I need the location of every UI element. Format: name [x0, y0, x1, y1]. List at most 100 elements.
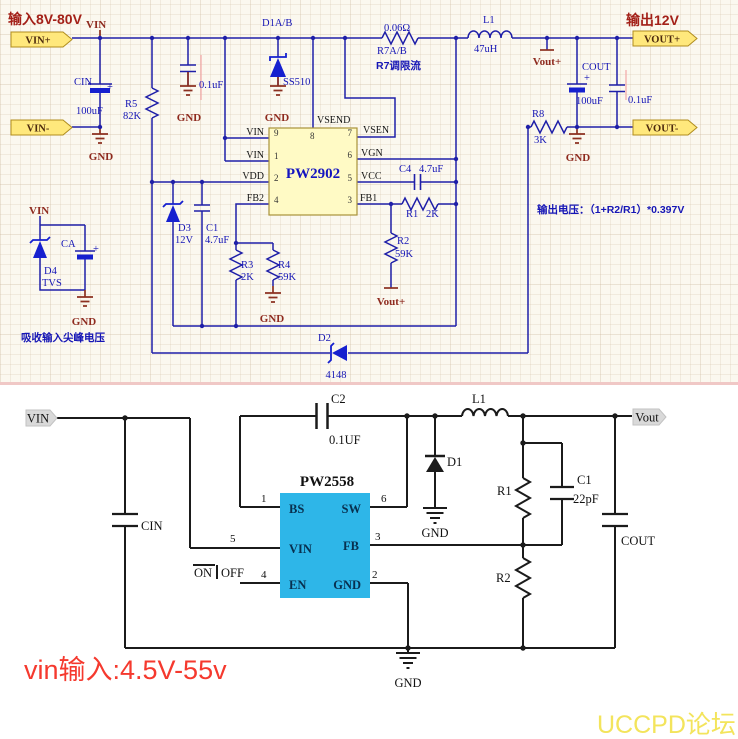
gnd-under-cin — [92, 127, 108, 144]
r5-value: 82K — [123, 111, 142, 122]
port-vin-plus-label: VIN+ — [25, 36, 50, 47]
resistor-r5 — [144, 87, 160, 119]
pin-num-1: 1 — [261, 493, 267, 505]
r4-value: 59K — [278, 272, 297, 283]
d1-ref: D1A/B — [262, 18, 292, 29]
watermark: UCCPD论坛 — [597, 711, 736, 739]
resistor-r4 — [265, 249, 281, 281]
pin-name-vin-bottom: VIN — [289, 542, 312, 556]
cout-value: 100uF — [576, 96, 603, 107]
r4-ref: R4 — [278, 260, 291, 271]
gnd-under-d1 — [270, 77, 286, 96]
c01-right-value: 0.1uF — [628, 95, 652, 106]
net-vout-plus-top: Vout+ — [533, 56, 561, 68]
r8-ref: R8 — [532, 109, 544, 120]
r3-ref: R3 — [241, 260, 253, 271]
inductor-l1-bottom — [461, 408, 509, 417]
c1-value: 4.7uF — [205, 235, 229, 246]
vout-flag — [632, 408, 667, 426]
r7-value: 0.06Ω — [384, 23, 410, 34]
d2-ref: D2 — [318, 333, 331, 344]
gnd-label-main-bottom: GND — [394, 676, 421, 690]
r2-bottom-ref: R2 — [496, 571, 511, 585]
net-vout-plus-fb: Vout+ — [377, 296, 405, 308]
ic-pw2558-name: PW2558 — [300, 474, 354, 490]
input-range-title: 输入8V-80V — [8, 11, 83, 27]
ic-pw2902: PW2902 9 1 2 4 8 7 6 5 3 VIN VIN VDD FB2… — [242, 115, 389, 216]
pin-name-vcc: VCC — [361, 171, 382, 182]
top-labels: 输入8V-80V 输出12V VIN CIN + 100uF GND R5 82… — [8, 11, 684, 381]
pin-num-3: 3 — [375, 531, 381, 543]
pin-name-vsend: VSEND — [317, 115, 350, 126]
pin-name-vgn: VGN — [361, 148, 383, 159]
capacitor-cout — [567, 83, 587, 93]
c1-ref: C1 — [206, 223, 218, 234]
diode-d2-4148 — [327, 342, 347, 364]
bottom-junction-dots — [122, 413, 618, 651]
port-vin-minus-label: VIN- — [27, 124, 50, 135]
pw2558-canvas: PW2558 BS SW VIN FB EN GND 1 5 4 6 3 2 V… — [24, 392, 736, 739]
pw2902-schematic: PW2902 9 1 2 4 8 7 6 5 3 VIN VIN VDD FB2… — [0, 0, 738, 385]
capacitor-ca — [75, 250, 95, 260]
vin-flag — [25, 409, 58, 427]
resistor-r7 — [381, 30, 419, 46]
capacitor-symbols — [75, 64, 625, 260]
gnd-label-tvs: GND — [72, 316, 97, 328]
cin-plus: + — [107, 82, 113, 93]
pin-6: 6 — [348, 150, 353, 160]
resistor-r1-bottom — [513, 477, 533, 519]
tvs-note: 吸收输入尖峰电压 — [21, 331, 105, 344]
pin-num-6: 6 — [381, 493, 387, 505]
resistor-r2-bottom — [513, 557, 533, 599]
bottom-labels: C2 0.1UF L1 D1 GND R1 C1 22pF COUT R2 CI… — [24, 392, 736, 739]
capacitor-c1 — [194, 204, 210, 212]
diode-d1-bottom — [425, 454, 445, 472]
c1-bottom-ref: C1 — [577, 473, 592, 487]
d1-bottom-ref: D1 — [447, 455, 462, 469]
pin-num-4: 4 — [261, 569, 267, 581]
pin-name-vdd: VDD — [242, 171, 264, 182]
cout-ref: COUT — [582, 62, 611, 73]
d1-value: SS510 — [283, 77, 310, 88]
pin-7: 7 — [348, 128, 353, 138]
gnd-under-cout — [569, 127, 585, 144]
c01-left-value: 0.1uF — [199, 80, 223, 91]
net-vin-tvs: VIN — [29, 205, 49, 217]
on-label: ON — [194, 566, 212, 580]
gnd-label-d1: GND — [265, 112, 290, 124]
r2-value: 59K — [395, 249, 414, 260]
gnd-label-r4: GND — [260, 313, 285, 325]
d3-value: 12V — [175, 235, 194, 246]
port-vout-minus — [632, 119, 698, 136]
r2-ref: R2 — [397, 236, 409, 247]
pin-num-2: 2 — [372, 569, 378, 581]
pin-name-vin9: VIN — [246, 127, 264, 138]
pw2558-schematic: PW2558 BS SW VIN FB EN GND 1 5 4 6 3 2 V… — [0, 385, 738, 739]
r1-ref: R1 — [406, 209, 418, 220]
ca-plus: + — [93, 244, 99, 255]
port-vin-minus — [10, 119, 73, 136]
pin-name-fb1: FB1 — [360, 193, 377, 204]
resistor-r2 — [383, 232, 399, 264]
port-vout-plus-label: VOUT+ — [644, 35, 680, 46]
r5-ref: R5 — [125, 99, 137, 110]
pin-2: 2 — [274, 173, 279, 183]
pin-name-sw: SW — [342, 502, 362, 516]
r7-ref: R7A/B — [377, 46, 407, 57]
port-vout-plus — [632, 30, 698, 47]
ca-ref: CA — [61, 239, 76, 250]
output-voltage-formula: 输出电压：（1+R2/R1）*0.397V — [537, 203, 684, 216]
c2-value: 0.1UF — [329, 433, 361, 447]
gnd-main-bottom — [396, 648, 420, 669]
port-vout-minus-label: VOUT- — [646, 124, 679, 135]
resistor-symbols — [144, 30, 568, 281]
ic-pw2902-name: PW2902 — [286, 166, 340, 182]
d3-ref: D3 — [178, 223, 191, 234]
pin-3: 3 — [348, 195, 353, 205]
resistor-r3 — [228, 249, 244, 281]
port-vin-plus — [10, 31, 73, 48]
off-label: OFF — [221, 566, 244, 580]
pin-name-en: EN — [289, 578, 306, 592]
pin-name-vin1: VIN — [246, 150, 264, 161]
